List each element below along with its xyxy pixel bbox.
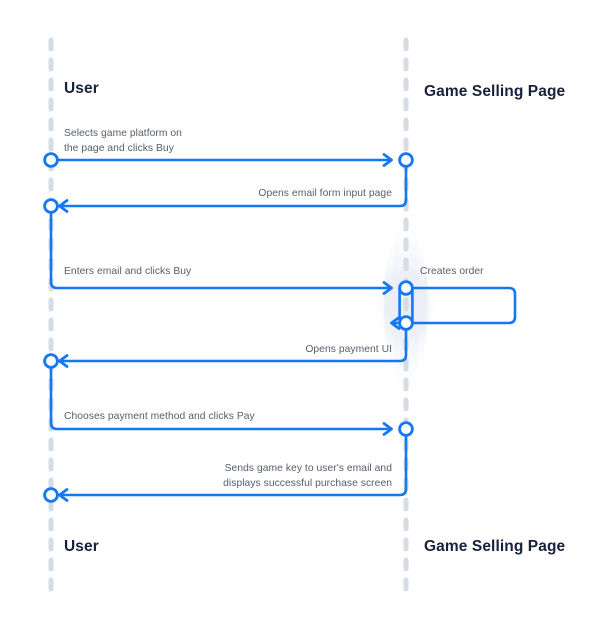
message-label-7-line1: Sends game key to user's email and [225,463,393,474]
message-arrow-2 [58,167,408,213]
node-user-m5[interactable] [43,353,59,369]
message-label-6: Chooses payment method and clicks Pay [64,411,256,422]
node-page-m1[interactable] [398,152,414,168]
node-user-m1[interactable] [43,152,59,168]
actor-label-user-bottom: User [64,538,99,555]
message-label-5: Opens payment UI [305,344,392,355]
message-label-1-line1: Selects game platform on [64,128,182,139]
message-arrow-4-self-loop [390,286,517,330]
actor-label-page-top: Game Selling Page [424,83,566,100]
message-label-2: Opens email form input page [258,188,392,199]
message-label-3: Enters email and clicks Buy [64,266,192,277]
node-page-m6[interactable] [398,421,414,437]
message-arrow-5 [58,330,408,368]
actor-label-page-bottom: Game Selling Page [424,538,566,555]
message-arrow-6 [49,368,393,436]
node-user-m2[interactable] [43,198,59,214]
message-label-4: Creates order [420,266,484,277]
message-arrow-3 [49,213,393,295]
message-arrow-1 [58,153,393,167]
message-label-7-line2: displays successful purchase screen [223,478,392,489]
message-label-1-line2: the page and clicks Buy [64,143,175,154]
activation-capsule [398,288,414,323]
message-arrow-7 [58,436,408,502]
actor-label-user-top: User [64,80,99,97]
node-page-m3[interactable] [398,280,414,296]
node-page-m4[interactable] [398,315,414,331]
node-user-m7[interactable] [43,487,59,503]
